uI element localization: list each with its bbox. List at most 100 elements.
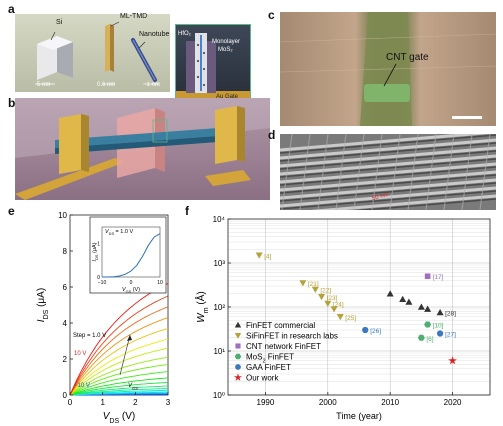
panel-a-inset: HfO₂ Monolayer MoS₂ Au Gate (175, 24, 251, 108)
sem-fin-shadow (280, 182, 496, 202)
inset-x-tick-label: 10 (157, 280, 163, 286)
panel-label-e: e (8, 204, 15, 218)
inset-device-illustration (176, 33, 250, 107)
sem-cross-stripe (443, 134, 455, 210)
panel-label-c: c (268, 8, 275, 22)
mos2-label: MoS₂ (218, 47, 233, 53)
sem-cross-stripe (335, 134, 347, 210)
iv-curve (69, 317, 169, 396)
sem-cross-stripe (461, 134, 473, 210)
sem-fin-stripe (280, 134, 491, 152)
inset-y-tick-label: 1 (97, 242, 100, 248)
point-ref-label: [26] (370, 328, 381, 335)
panel-label-b: b (8, 96, 16, 110)
y-tick-label: 0 (63, 391, 68, 400)
marker-triangle-up (417, 303, 425, 310)
point-ref-label: [23] (327, 295, 338, 302)
iv-curve (69, 327, 169, 396)
marker-triangle-down (255, 252, 263, 259)
vgs-max-annotation: 10 V (74, 351, 86, 357)
point-ref-label: [17] (433, 274, 444, 281)
iv-curve (69, 338, 169, 396)
marker-square (424, 273, 431, 280)
y-tick-label: 10⁰ (213, 391, 225, 400)
point-ref-label: [25] (345, 315, 356, 322)
marker-star (448, 356, 457, 365)
marker-circle (362, 326, 369, 334)
inset-plot-frame (101, 226, 161, 278)
tmd-label: ML-TMD (120, 13, 148, 20)
iv-curve (69, 371, 169, 396)
marker-triangle-down (299, 280, 307, 287)
sem-cross-stripe (281, 134, 293, 210)
legend-entry: GAA FinFET (246, 363, 291, 372)
legend-entry: MoS2 FinFET (246, 353, 294, 365)
marker-triangle-down (330, 306, 338, 313)
marker-triangle-down (234, 332, 242, 339)
sem-fin-stripe (280, 178, 496, 200)
hfo2-label: HfO₂ (178, 31, 191, 37)
panel-label-a: a (8, 2, 15, 16)
x-tick-label: 3 (166, 398, 171, 407)
sem-fin-shadow (280, 158, 496, 178)
marker-triangle-down (311, 286, 319, 293)
vgs-annotation: VGS (128, 383, 138, 391)
series-mos-finfet: [6][10] (417, 321, 444, 343)
inset-title: VDS = 1.0 V (105, 229, 133, 236)
legend-entry: FinFET commercial (246, 321, 315, 330)
point-ref-label: [6] (426, 336, 433, 343)
sem-fin-stripe (280, 162, 496, 184)
y-tick-label: 10⁴ (213, 215, 226, 224)
y-tick-label: 10³ (213, 259, 225, 268)
x-tick-label: 1990 (257, 398, 275, 407)
sem-fin-shadow (354, 198, 496, 210)
iv-curve (69, 377, 169, 396)
panel-label-d: d (268, 128, 276, 142)
series-gaa-finfet: [26] [27] (362, 326, 456, 338)
marker-triangle-up (424, 305, 432, 312)
panel-c-sem: CNT gate (280, 12, 496, 126)
x-tick-label: 0 (68, 398, 73, 407)
x-tick-label: 2 (133, 398, 138, 407)
sem-cross-stripe (371, 134, 383, 210)
marker-triangle-up (436, 308, 444, 316)
tmd-dimension: 0.6 nm (97, 82, 116, 88)
x-tick-label: 2010 (381, 398, 399, 407)
sem-cross-stripe (407, 134, 419, 210)
sem-cross-stripe (479, 134, 491, 210)
point-ref-label: [22] (320, 287, 331, 294)
au-gate-label: Au Gate (216, 94, 239, 100)
series-cnt-network-finfet: [17] (424, 273, 444, 281)
x-tick-label: 2020 (444, 398, 462, 407)
marker-triangle-up (399, 295, 407, 303)
iv-curve (69, 282, 169, 396)
point-ref-label: [4] (264, 253, 271, 260)
marker-triangle-up (386, 290, 394, 297)
y-axis-label: IDS (μA) (36, 288, 50, 322)
cnt-gate-label: CNT gate (386, 52, 429, 63)
point-ref-label: [27] (445, 331, 456, 338)
device-3d-illustration (15, 98, 270, 200)
marker-circle (436, 330, 444, 337)
inset-x-tick-label: −10 (98, 280, 107, 286)
iv-curve (69, 385, 169, 396)
point-ref-label: [28] (445, 310, 456, 317)
sem-fin-stripe (280, 146, 496, 168)
marker-triangle-up (405, 298, 413, 305)
step-annotation: Step = 1.0 V (73, 333, 106, 339)
sem-fin-stripe (309, 194, 496, 210)
y-tick-label: 4 (63, 319, 68, 328)
legend-entry: CNT network FinFET (246, 342, 321, 351)
iv-curve (69, 306, 169, 396)
point-ref-label: [21] (308, 281, 319, 288)
y-tick-label: 2 (63, 355, 68, 364)
panel-a-render: Si ML-TMD Nanotube 5 nm 0.6 nm ~1 nm (15, 13, 170, 92)
sem-image-d (280, 134, 496, 210)
panel-b-render (15, 98, 270, 200)
marker-hexagon (417, 334, 425, 341)
nanotube-dimension: ~1 nm (143, 82, 160, 88)
legend-entry: SiFinFET in research labs (246, 332, 338, 341)
iv-curve (69, 347, 169, 396)
